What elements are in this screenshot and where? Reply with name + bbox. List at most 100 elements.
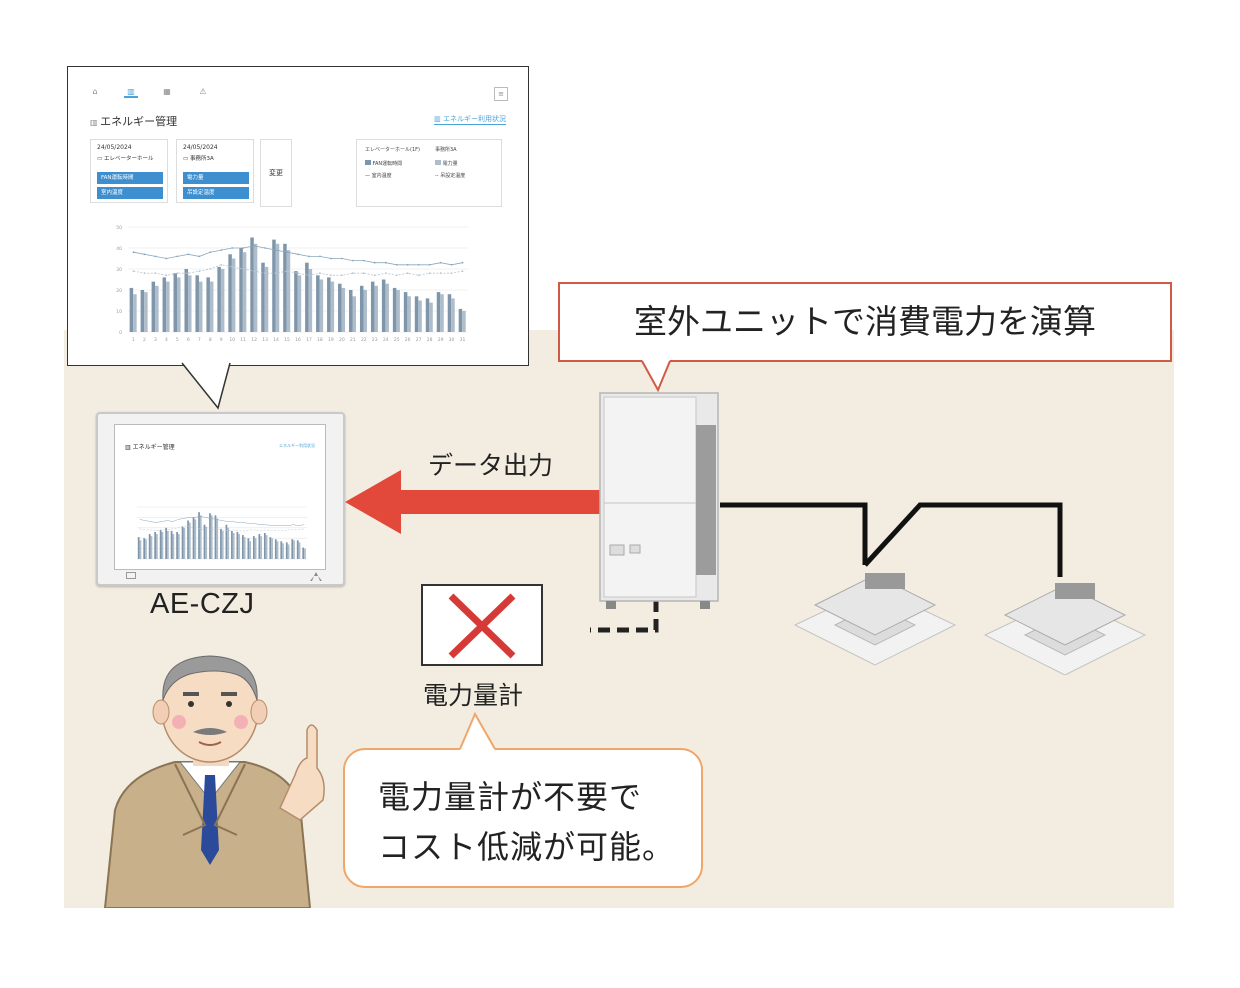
bar-series1-day26 xyxy=(274,539,277,559)
x-tick-label: 27 xyxy=(416,337,422,343)
zoomed-screen-callout: ⌂ ▥ ▦ ⚠ ≡ ▥ エネルギー管理 ▥ エネルギー利用状況 24/05/20… xyxy=(67,66,529,366)
energy-usage-link-text: エネルギー利用状況 xyxy=(443,115,506,123)
line1-point-day24 xyxy=(384,261,387,264)
bar-series1-day31 xyxy=(458,308,463,332)
x-tick-label: 28 xyxy=(427,337,433,343)
x-tick-label: 8 xyxy=(209,337,212,343)
line1-point-day5 xyxy=(176,255,179,258)
bar-series2-day11 xyxy=(242,252,247,332)
bar-series1-day19 xyxy=(236,531,239,559)
legend-line-icon: -- xyxy=(435,173,441,179)
bar-series1-day25 xyxy=(392,287,397,332)
x-tick-label: 18 xyxy=(317,337,323,343)
x-tick-label: 15 xyxy=(284,337,290,343)
x-tick-label: 26 xyxy=(405,337,411,343)
indoor-unit-1 xyxy=(793,573,957,666)
line1-point-day4 xyxy=(165,257,168,260)
line1-point-day25 xyxy=(395,263,398,266)
line2-point-day19 xyxy=(330,274,332,277)
bar-series1-day12 xyxy=(250,237,254,332)
mini-energy-link: エネルギー利用状況 xyxy=(279,443,315,448)
card1-temp-button[interactable]: 室内温度 xyxy=(97,187,163,199)
line1-point-day7 xyxy=(198,255,201,258)
bar-series1-day17 xyxy=(225,524,228,559)
speech-bubble xyxy=(343,748,703,888)
legend-item-1-text: FAN運転時間 xyxy=(372,161,403,167)
menu-icon[interactable]: ≡ xyxy=(494,87,508,101)
x-tick-label: 25 xyxy=(394,337,400,343)
bar-series1-day5 xyxy=(159,529,162,559)
line2-point-day6 xyxy=(187,272,190,275)
bar-series1-day17 xyxy=(305,262,309,332)
line1-point-day6 xyxy=(187,253,190,256)
bar-series2-day7 xyxy=(198,281,203,332)
line2-point-day29 xyxy=(439,272,442,275)
line2-point-day27 xyxy=(417,274,420,277)
x-tick-label: 19 xyxy=(328,337,334,343)
legend-item-3-text: 室内温度 xyxy=(371,173,392,179)
bar-series1-day18 xyxy=(316,275,320,332)
bar-series2-day20 xyxy=(341,287,346,332)
bar-series1-day14 xyxy=(272,239,276,332)
x-tick-label: 10 xyxy=(229,337,235,343)
line2-point-day14 xyxy=(275,272,277,275)
change-button[interactable]: 変更 xyxy=(260,139,292,207)
energy-usage-link[interactable]: ▥ エネルギー利用状況 xyxy=(434,114,506,125)
legend-item-2-text: 電力量 xyxy=(442,161,458,167)
bar-series2-day3 xyxy=(155,285,159,332)
bar-series2-day31 xyxy=(304,548,306,559)
mini-bar-chart xyxy=(137,506,307,560)
line2-point-day21 xyxy=(351,272,354,275)
card1-date: 24/05/2024 xyxy=(97,144,132,151)
bar-series1-day2 xyxy=(143,538,146,559)
line1-point-day17 xyxy=(308,255,310,258)
bar-series2-day9 xyxy=(220,269,225,332)
device-card-1[interactable]: 24/05/2024 ▭ エレベーターホール FAN運転時間 室内温度 xyxy=(90,139,168,203)
tab-chart-icon[interactable]: ▥ xyxy=(124,87,138,98)
device-card-2[interactable]: 24/05/2024 ▭ 事務所3A 電力量 吊設定温度 xyxy=(176,139,254,203)
tab-grid-icon[interactable]: ▦ xyxy=(163,87,171,96)
bar-series2-day4 xyxy=(156,534,158,559)
x-tick-label: 16 xyxy=(295,337,301,343)
bar-series2-day6 xyxy=(166,530,169,559)
card1-name-text: エレベーターホール xyxy=(103,156,154,162)
bar-series2-day27 xyxy=(418,300,422,332)
tab-warning-icon[interactable]: ⚠ xyxy=(199,87,207,96)
speech-bubble-tail xyxy=(459,712,496,750)
line2-point-day10 xyxy=(231,266,234,268)
mini-screen-title-text: エネルギー管理 xyxy=(132,444,175,451)
line2-point-day30 xyxy=(450,272,453,275)
line2-point-day16 xyxy=(297,272,299,275)
outdoor-unit xyxy=(599,392,719,609)
x-tick-label: 24 xyxy=(383,337,389,343)
speech-line-1: 電力量計が不要で xyxy=(378,778,643,816)
line1-point-day10 xyxy=(231,247,234,249)
bar-series1-day19 xyxy=(327,277,331,332)
card1-fan-button[interactable]: FAN運転時間 xyxy=(97,172,163,184)
bar-series2-day15 xyxy=(286,250,291,332)
bar-series1-day16 xyxy=(220,528,222,559)
bar-series1-day12 xyxy=(198,512,200,559)
tab-home-icon[interactable]: ⌂ xyxy=(92,87,98,96)
bar-series2-day24 xyxy=(385,283,389,332)
bar-series2-day10 xyxy=(188,522,191,559)
line2-point-day15 xyxy=(286,270,288,272)
bar-series1-day15 xyxy=(283,243,287,332)
line1-point-day12 xyxy=(253,245,256,247)
refrigerant-pipes xyxy=(720,502,1063,577)
x-tick-label: 6 xyxy=(187,337,190,343)
bar-series2-day22 xyxy=(363,290,367,332)
legend-swatch-light xyxy=(435,160,441,165)
bar-series1-day6 xyxy=(165,527,167,559)
bar-series2-day25 xyxy=(271,538,273,559)
bar-series2-day14 xyxy=(210,515,213,559)
bar-series2-day24 xyxy=(265,535,268,559)
calc-callout: 室外ユニットで消費電力を演算 xyxy=(558,282,1172,362)
bar-series2-day26 xyxy=(407,296,411,332)
card2-power-button[interactable]: 電力量 xyxy=(183,172,249,184)
bar-series1-day15 xyxy=(214,515,217,559)
screen-tabs: ⌂ ▥ ▦ ⚠ xyxy=(88,87,210,98)
bar-series2-day12 xyxy=(199,515,202,559)
card2-setpoint-button[interactable]: 吊設定温度 xyxy=(183,187,249,199)
legend-item-4: -- 吊設定温度 xyxy=(435,172,465,179)
